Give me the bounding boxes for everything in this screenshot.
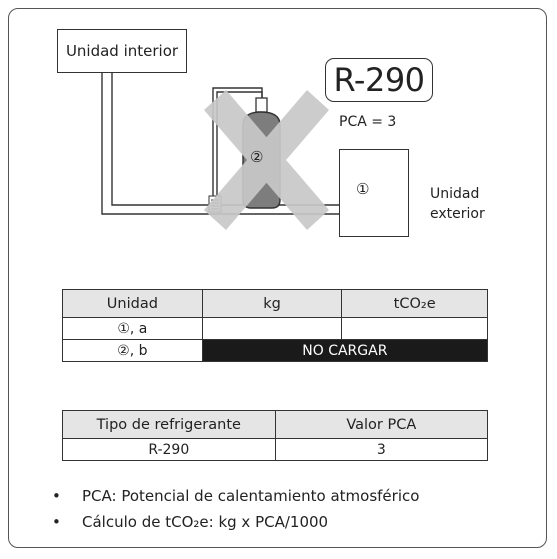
bullet-icon: • xyxy=(52,487,61,505)
bullet-icon: • xyxy=(52,513,61,531)
cross-x-icon xyxy=(204,90,329,230)
header-unit: Unidad xyxy=(62,289,203,318)
list-item: • Cálculo de tCO₂e: kg x PCA/1000 xyxy=(52,509,419,535)
charge-table: Unidad kg tCO₂e ①, a ②, b NO CARGAR xyxy=(62,289,489,362)
header-kg: kg xyxy=(201,289,343,318)
outdoor-unit-label-line2: exterior xyxy=(430,206,485,222)
kg-input-cell xyxy=(201,317,343,340)
notes-list: • PCA: Potencial de calentamiento atmosfé… xyxy=(52,483,419,535)
outdoor-unit-label-line1: Unidad xyxy=(430,186,480,202)
refrigerant-diagram xyxy=(101,73,339,230)
tco2e-input-cell xyxy=(341,317,488,340)
charge-table-header: Unidad kg tCO₂e xyxy=(62,289,488,318)
header-pca-value: Valor PCA xyxy=(274,410,489,439)
outdoor-unit-box xyxy=(339,149,409,237)
table-row: ②, b NO CARGAR xyxy=(62,339,489,362)
outdoor-unit-label: Unidad exterior xyxy=(430,184,485,224)
pca-value-cell: 3 xyxy=(274,438,489,461)
unit-cell: ②, b xyxy=(62,339,203,362)
unit-cell: ①, a xyxy=(62,317,203,340)
table-row: ①, a xyxy=(62,317,488,340)
note-text: Cálculo de tCO₂e: kg x PCA/1000 xyxy=(82,513,329,531)
label-card xyxy=(8,8,547,548)
header-refrigerant-type: Tipo de refrigerante xyxy=(62,410,276,439)
refrigerant-table-header: Tipo de refrigerante Valor PCA xyxy=(62,410,489,439)
no-charge-cell: NO CARGAR xyxy=(201,339,489,362)
refrigerant-type-cell: R-290 xyxy=(62,438,276,461)
note-text: PCA: Potencial de calentamiento atmosfér… xyxy=(82,487,420,505)
refrigerant-type-badge: R-290 xyxy=(325,58,433,102)
indoor-unit-label: Unidad interior xyxy=(57,29,187,73)
pca-value-note: PCA = 3 xyxy=(339,114,397,130)
refrigerant-table: Tipo de refrigerante Valor PCA R-290 3 xyxy=(62,410,489,461)
list-item: • PCA: Potencial de calentamiento atmosfé… xyxy=(52,483,419,509)
table-row: R-290 3 xyxy=(62,438,489,461)
cylinder-number: ② xyxy=(250,148,264,166)
header-tco2e: tCO₂e xyxy=(341,289,488,318)
outdoor-unit-number: ① xyxy=(356,180,370,198)
